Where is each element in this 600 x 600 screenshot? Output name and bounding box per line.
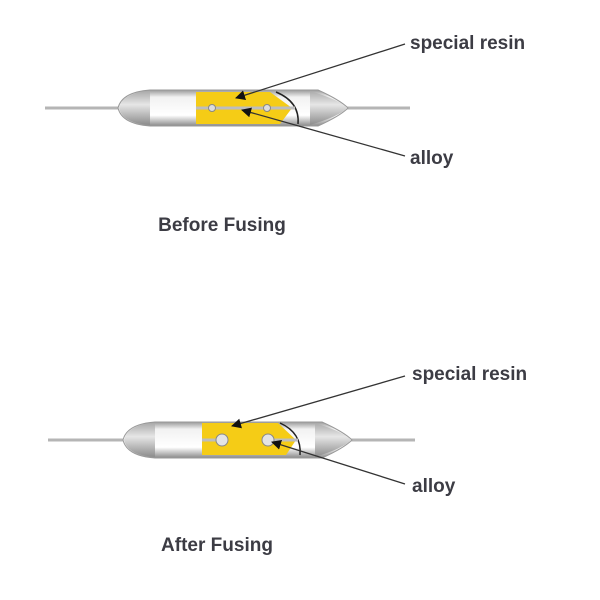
fuse-before: [45, 43, 410, 157]
label-special-resin-before: special resin: [410, 33, 526, 54]
label-special-resin-after: special resin: [412, 364, 528, 385]
fuse-after: [48, 375, 415, 485]
caption-before-fusing: Before Fusing: [158, 215, 286, 236]
alloy-pointer-arrow: [271, 439, 406, 485]
alloy-pointer-arrow: [241, 107, 406, 157]
alloy-ball: [261, 433, 275, 447]
resin-pointer-arrow: [231, 375, 406, 429]
end-cap-left: [119, 91, 150, 125]
alloy-bead: [263, 104, 271, 112]
caption-after-fusing: After Fusing: [161, 535, 273, 556]
alloy-ball: [215, 433, 229, 447]
resin-pointer-arrow: [235, 43, 406, 101]
resin-edge: [275, 91, 299, 125]
label-alloy-after: alloy: [412, 476, 456, 497]
end-cap-left: [124, 423, 155, 457]
alloy-bead: [208, 104, 216, 112]
end-cap-right: [310, 91, 347, 125]
label-alloy-before: alloy: [410, 148, 454, 169]
end-cap-right: [315, 423, 351, 457]
